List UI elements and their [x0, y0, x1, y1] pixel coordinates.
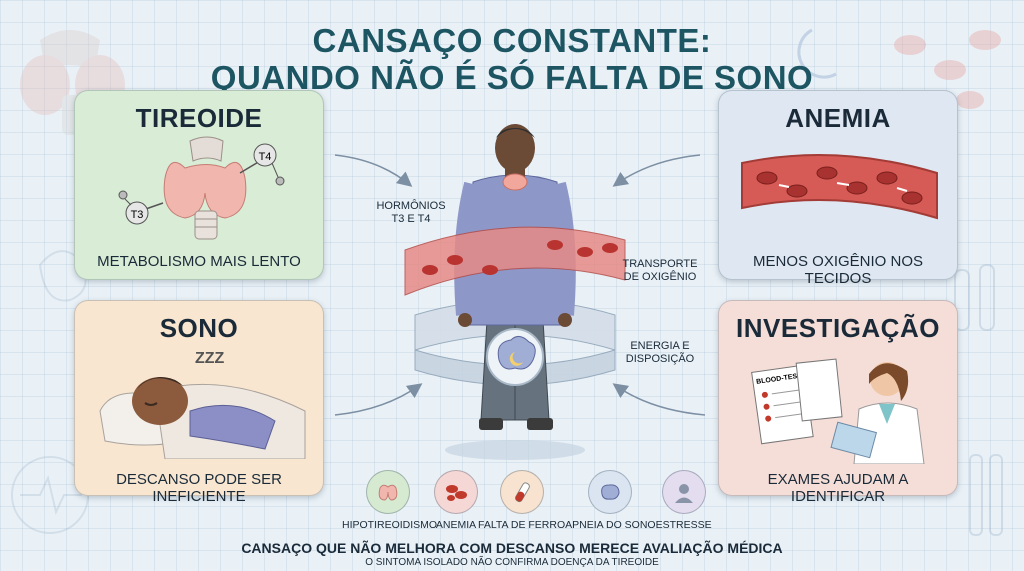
legend-label-iron: FALTA DE FERRO: [478, 519, 566, 531]
hormones-label-line1: HORMÔNIOS: [376, 200, 446, 212]
investigation-card: INVESTIGAÇÃO BLOOD-TEST EXAMES AJUDAM A …: [718, 300, 958, 505]
t4-molecule-icon: T4: [239, 143, 285, 186]
arrow-investigation: [612, 383, 706, 416]
energy-label: ENERGIA E DISPOSIÇÃO: [620, 340, 700, 366]
oxygen-label: TRANSPORTE DE OXIGÊNIO: [620, 258, 700, 284]
legend-label-anemia: ANEMIA: [435, 519, 477, 531]
thyroid-card-caption: METABOLISMO MAIS LENTO: [97, 253, 301, 270]
hormones-label-line2: T3 E T4: [391, 213, 431, 225]
page-title-line2: QUANDO NÃO É SÓ FALTA DE SONO: [210, 59, 814, 96]
thyroid-illustration: T4 T3: [118, 136, 285, 240]
anemia-card-title: ANEMIA: [785, 103, 891, 133]
legend-label-apnea: APNEIA DO SONO: [565, 519, 656, 531]
sleep-card-title: SONO: [159, 313, 239, 343]
arrow-thyroid: [334, 154, 413, 187]
blood-vessel-ring: [404, 226, 626, 296]
legend-item-apnea: APNEIA DO SONO: [565, 470, 656, 531]
legend-item-iron: FALTA DE FERRO: [478, 470, 566, 531]
oxygen-label-line1: TRANSPORTE: [622, 258, 698, 270]
sleep-card: SONO ZZZ DESCANSO PODE SER INEFICIENTE: [74, 300, 324, 505]
page-title-line1: CANSAÇO CONSTANTE:: [312, 22, 712, 59]
faded-blood-cells-icon: [894, 30, 1001, 109]
blood-vessel-illustration: [741, 154, 938, 220]
sleep-brain-icon: [588, 470, 633, 514]
oxygen-label-line2: DE OXIGÊNIO: [623, 271, 697, 283]
thyroid-card: TIREOIDE T4 T3 METABOLISMO MAIS LENTO: [74, 90, 324, 280]
test-tube-icon: [499, 470, 544, 514]
legend-item-anemia: ANEMIA: [434, 470, 478, 531]
t3-molecule-icon: T3: [118, 190, 164, 225]
thyroid-card-title: TIREOIDE: [135, 103, 263, 133]
brain-icon: [486, 328, 544, 386]
anemia-card-caption: MENOS OXIGÊNIO NOS TECIDOS: [752, 253, 924, 287]
blood-cells-icon: [434, 470, 478, 514]
doctor-illustration: BLOOD-TEST: [751, 358, 925, 464]
thyroid-icon: [163, 136, 247, 240]
moon-icon: [797, 28, 837, 79]
footer-note: O SINTOMA ISOLADO NÃO CONFIRMA DOENÇA DA…: [365, 557, 659, 568]
t4-label: T4: [259, 151, 272, 163]
zzz-label: ZZZ: [195, 350, 225, 367]
footer-main: CANSAÇO QUE NÃO MELHORA COM DESCANSO MER…: [241, 540, 783, 556]
legend-label-hypothyroidism: HIPOTIREOIDISMO: [342, 519, 438, 531]
stressed-person-icon: [661, 470, 706, 514]
hormones-label: HORMÔNIOS T3 E T4: [376, 200, 446, 226]
legend-item-stress: ESTRESSE: [655, 470, 712, 531]
energy-label-line2: DISPOSIÇÃO: [625, 353, 695, 365]
investigation-card-title: INVESTIGAÇÃO: [736, 313, 940, 343]
legend-row: HIPOTIREOIDISMO ANEMIA FALTA DE FERRO AP…: [342, 470, 712, 531]
t3-label: T3: [131, 209, 144, 221]
faded-test-tubes-icon: [954, 264, 1003, 536]
blood-test-document-icon: BLOOD-TEST: [751, 364, 814, 445]
sleeping-person-illustration: ZZZ: [99, 350, 306, 459]
legend-item-hypothyroidism: HIPOTIREOIDISMO: [342, 470, 438, 531]
central-figure-illustration: [404, 124, 626, 460]
legend-label-stress: ESTRESSE: [655, 519, 712, 531]
energy-label-line1: ENERGIA E: [630, 340, 690, 352]
thyroid-icon: [366, 470, 410, 514]
arrow-anemia: [612, 154, 701, 187]
sleep-card-caption: DESCANSO PODE SER INEFICIENTE: [116, 471, 282, 505]
investigation-card-caption: EXAMES AJUDAM A IDENTIFICAR: [767, 471, 909, 505]
arrow-sleep: [334, 383, 423, 416]
anemia-card: ANEMIA MENOS OXIGÊNIO NOS TECIDOS: [718, 90, 958, 287]
